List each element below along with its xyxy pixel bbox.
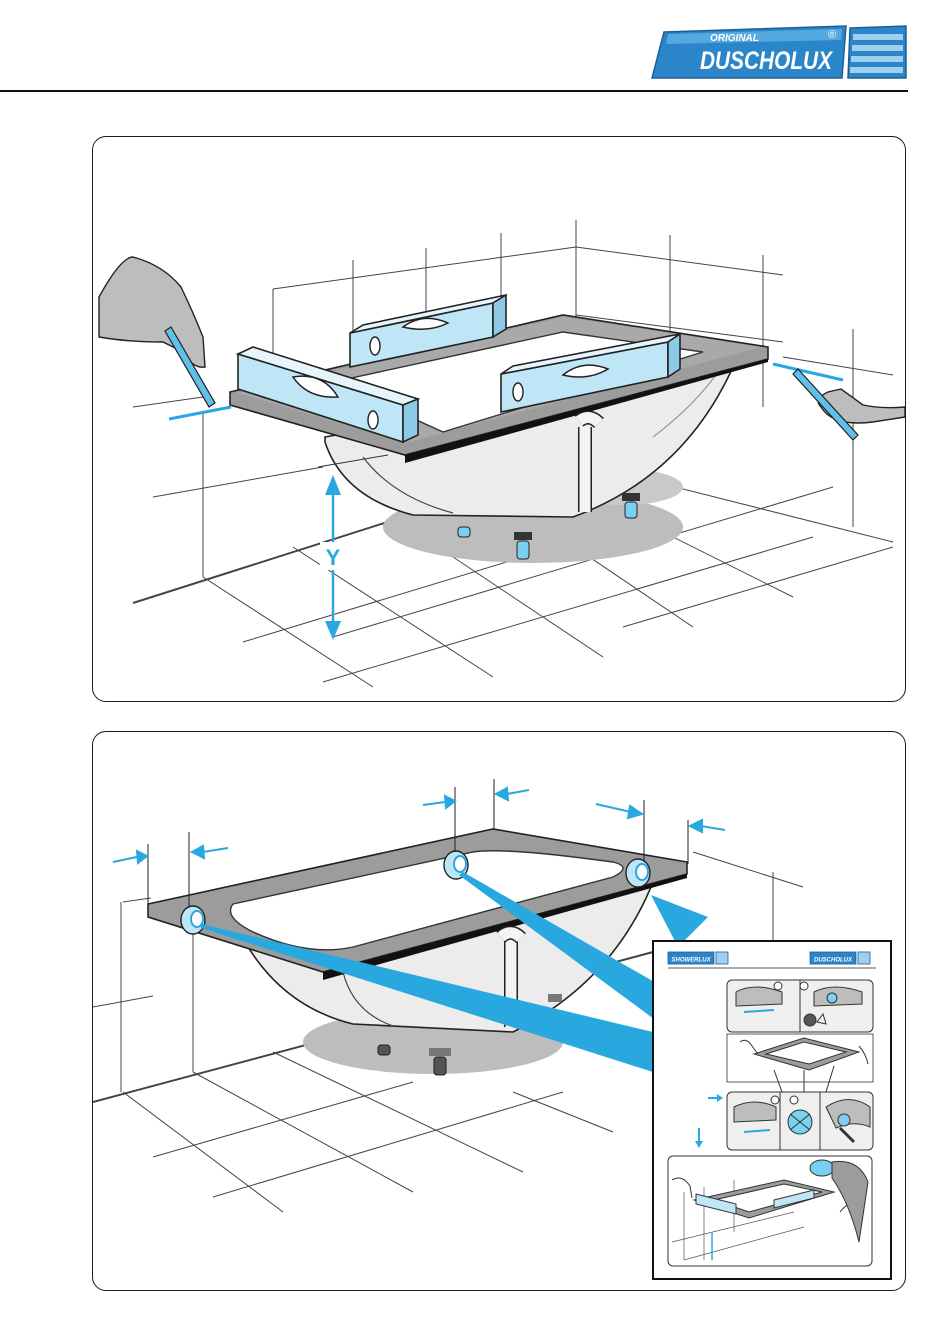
wall-mark-right <box>773 364 843 380</box>
seal-ring-right-icon <box>626 859 650 887</box>
logo-registered-mark: ® <box>828 29 836 41</box>
logo-brand-main: DUSCHOLUX <box>700 47 833 75</box>
instruction-sheet-inset: SHOWERLUX DUSCHOLUX <box>652 940 892 1280</box>
panel-tub-wall-seal: SHOWERLUX DUSCHOLUX <box>92 731 906 1291</box>
tub-levelling-illustration: Y <box>93 137 905 701</box>
left-hand-icon <box>99 257 205 367</box>
duscholux-logo: ORIGINAL ® DUSCHOLUX <box>650 20 910 82</box>
seal-ring-left-icon <box>181 906 205 934</box>
floor-tiles <box>123 1052 613 1212</box>
logo-graphic: ORIGINAL ® DUSCHOLUX <box>650 20 910 82</box>
inset-brand-right: DUSCHOLUX <box>814 958 853 964</box>
dimension-label-y: Y <box>326 545 341 570</box>
inset-brand-left: SHOWERLUX <box>672 958 712 964</box>
instruction-sheet-graphic: SHOWERLUX DUSCHOLUX <box>654 942 890 1278</box>
panel-tub-levelling: Y <box>92 136 906 702</box>
wall-mark-left <box>169 407 231 419</box>
header-rule <box>0 90 908 92</box>
logo-brand-top: ORIGINAL <box>710 33 759 44</box>
